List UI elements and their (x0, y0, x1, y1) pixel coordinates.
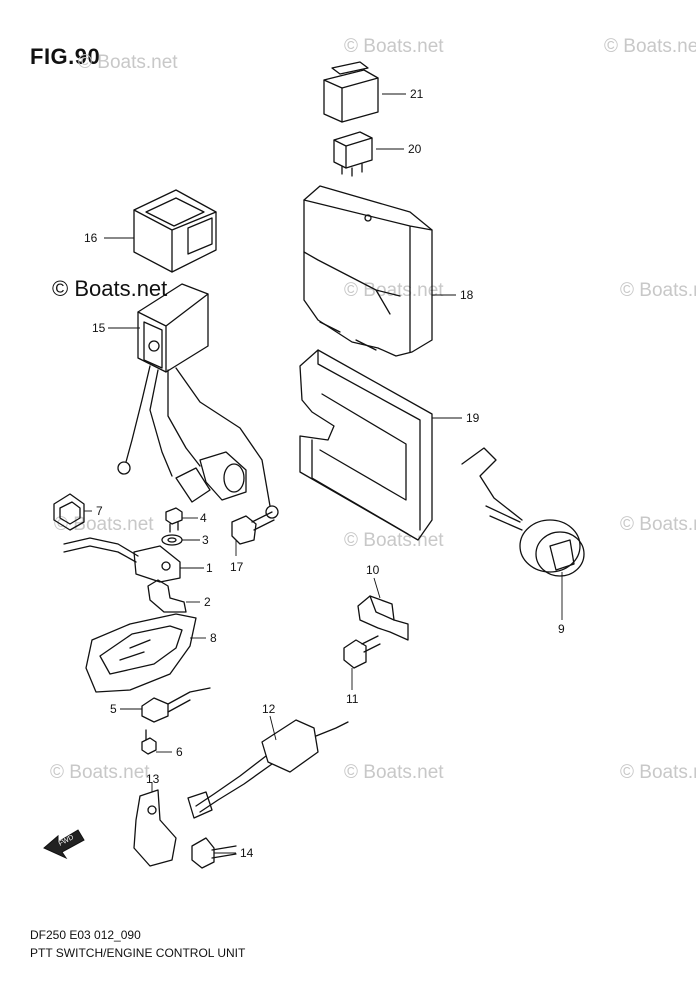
switch-1-part (63, 537, 181, 583)
callout-5: 5 (110, 702, 117, 716)
watermark: © Boats.net (50, 762, 150, 783)
watermark: © Boats.net (78, 52, 178, 73)
screw-14-part (191, 837, 237, 869)
watermark: © Boats.net (620, 514, 696, 535)
callout-19: 19 (466, 411, 480, 425)
clamp-13-part (133, 789, 177, 867)
callout-1: 1 (206, 561, 213, 575)
callout-8: 8 (210, 631, 217, 645)
callout-3: 3 (202, 533, 209, 547)
callout-14: 14 (240, 846, 254, 860)
bolt-11-part (343, 635, 381, 669)
washer-3-part (161, 534, 183, 546)
screw-6-part (141, 729, 157, 755)
callout-4: 4 (200, 511, 207, 525)
cover-16-part (133, 189, 217, 273)
callout-11: 11 (346, 692, 359, 706)
unit-15-part (117, 283, 279, 519)
diagram-caption: PTT SWITCH/ENGINE CONTROL UNIT (30, 946, 246, 960)
callout-17: 17 (230, 560, 244, 574)
bracket-2-part (147, 579, 187, 613)
callout-20: 20 (408, 142, 422, 156)
clamp-10-part (357, 595, 409, 641)
harness-12-part (187, 719, 349, 819)
watermark: © Boats.net (344, 530, 444, 551)
callout-7: 7 (96, 504, 103, 518)
switch-5-part (141, 687, 211, 723)
callout-21: 21 (410, 87, 424, 101)
cover-8-part (85, 613, 197, 693)
callout-12: 12 (262, 702, 276, 716)
callout-16: 16 (84, 231, 98, 245)
clip-7-part (53, 493, 85, 531)
leader-lines (84, 93, 563, 854)
bolt-4-part (165, 507, 183, 533)
watermark: © Boats.net (604, 36, 696, 57)
watermark: © Boats.net (620, 762, 696, 783)
bolt-17-part (231, 511, 275, 545)
watermark-main: © Boats.net (52, 276, 168, 301)
callout-2: 2 (204, 595, 211, 609)
callout-18: 18 (460, 288, 474, 302)
callout-15: 15 (92, 321, 106, 335)
ecu-18-part (303, 185, 433, 357)
diagram-code: DF250 E03 012_090 (30, 928, 141, 942)
watermark: © Boats.net (620, 280, 696, 301)
callout-9: 9 (558, 622, 565, 636)
callout-13: 13 (146, 772, 160, 786)
watermark: © Boats.net (344, 762, 444, 783)
relay-21-part (323, 61, 379, 123)
switch-9-part (461, 447, 585, 577)
fwd-arrow-icon (43, 829, 85, 860)
callout-10: 10 (366, 563, 380, 577)
relay-20-part (333, 131, 373, 177)
watermark: © Boats.net (344, 36, 444, 57)
cover-19-part (299, 349, 433, 541)
figure-title: FIG.90 (30, 44, 101, 69)
callout-6: 6 (176, 745, 183, 759)
watermark: © Boats.net (344, 280, 444, 301)
